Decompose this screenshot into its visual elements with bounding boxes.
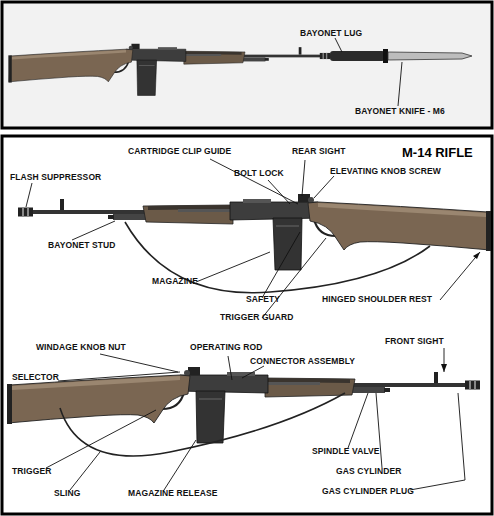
part-label: BOLT LOCK [234, 168, 284, 178]
arrow-head [441, 252, 480, 372]
part-label: SAFETY [246, 294, 280, 304]
part-label: HINGED SHOULDER REST [322, 294, 432, 304]
part-label: TRIGGER GUARD [220, 312, 294, 322]
part-label: OPERATING ROD [190, 342, 262, 352]
part-label: GAS CYLINDER PLUG [322, 486, 414, 496]
panel-frame [2, 136, 492, 514]
part-label: BAYONET KNIFE - M6 [355, 106, 445, 116]
part-label: CARTRIDGE CLIP GUIDE [128, 146, 231, 156]
part-label: ELEVATING KNOB SCREW [330, 166, 441, 176]
rifle-drawing [18, 194, 491, 293]
panel-frame [2, 2, 492, 128]
figure-title: M-14 RIFLE [402, 146, 473, 160]
part-label: WINDAGE KNOB NUT [36, 342, 126, 352]
part-label: FRONT SIGHT [385, 336, 444, 346]
leader-line [26, 38, 480, 490]
part-label: MAGAZINE RELEASE [128, 488, 217, 498]
rifle-drawing [7, 367, 480, 456]
part-label: GAS CYLINDER [336, 466, 401, 476]
part-label: MAGAZINE [152, 276, 198, 286]
part-label: SLING [54, 488, 80, 498]
part-label: SELECTOR [12, 372, 59, 382]
part-label: TRIGGER [12, 466, 51, 476]
part-label: BAYONET LUG [300, 28, 362, 38]
part-label: CONNECTOR ASSEMBLY [250, 356, 355, 366]
part-label: BAYONET STUD [48, 240, 115, 250]
part-label: SPINDLE VALVE [312, 446, 380, 456]
part-label: REAR SIGHT [292, 146, 345, 156]
part-label: FLASH SUPPRESSOR [10, 172, 101, 182]
rifle-drawing [8, 44, 472, 96]
